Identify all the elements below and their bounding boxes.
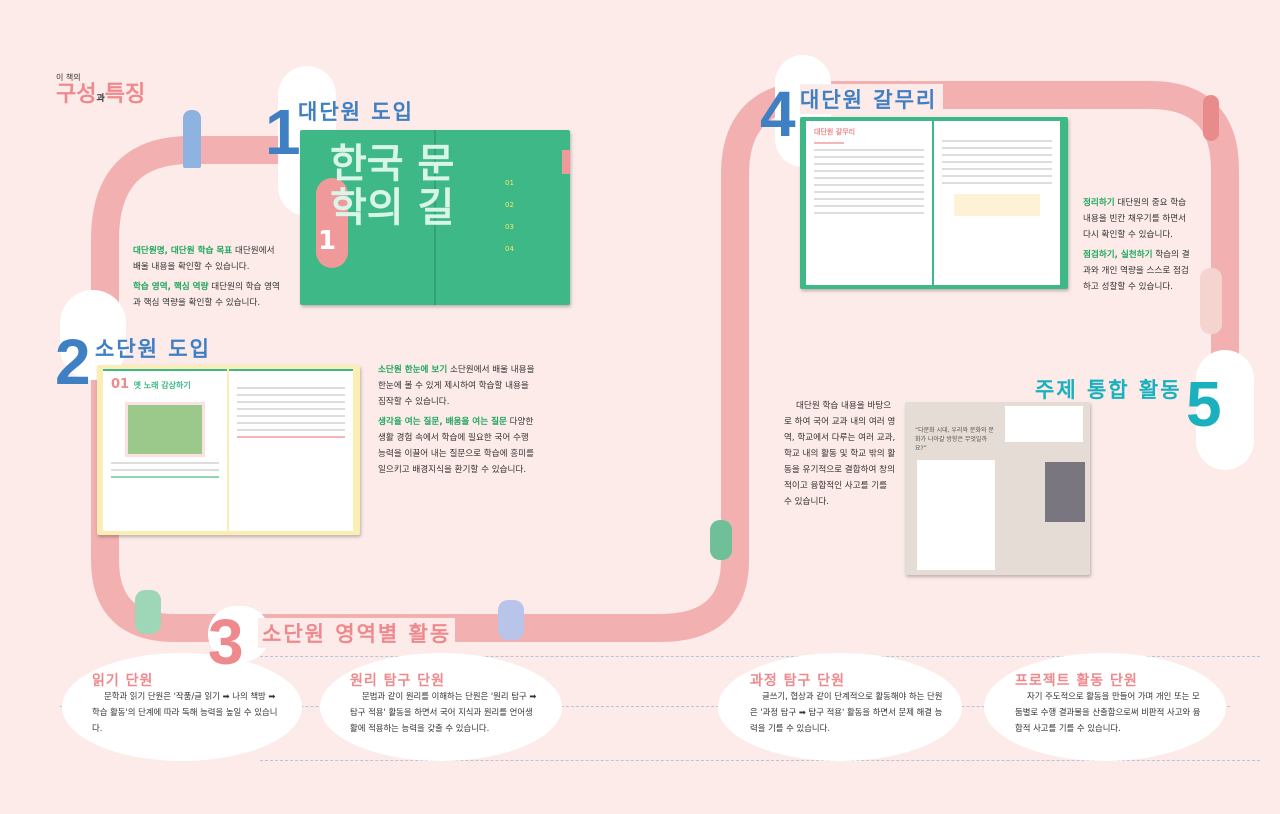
book-item: 02 [505,201,514,209]
section-2-description: 소단원 한눈에 보기 소단원에서 배울 내용을 한눈에 볼 수 있게 제시하여 … [378,365,535,475]
header-big1: 구성 [56,82,97,107]
section-number: 2 [55,326,91,398]
section-title: 소단원 도입 [95,337,211,361]
unit-text: 글쓰기, 협상과 같이 단계적으로 활동해야 하는 단원은 '과정 탐구 ➡ 탐… [750,691,943,733]
page-header: 이 책의 구성과특징 [56,72,145,111]
header-small: 이 책의 [56,73,81,82]
section-title: 소단원 영역별 활동 [258,618,456,648]
unit-text: 자기 주도적으로 활동을 만들어 가며 개인 또는 모둠별로 수행 결과물을 산… [1015,691,1201,733]
section-number: 4 [760,78,796,150]
book-quote: “다문화 시대, 우리와 문화와 문화가 나아갈 방향은 무엇일까요?” [915,427,994,452]
book-item: 01 [505,179,514,187]
book-preview-theme-activity: “다문화 시대, 우리와 문화와 문화가 나아갈 방향은 무엇일까요?” [905,402,1090,575]
person-illustration [710,520,732,560]
book-preview-unit-intro: 한국 문학의 길 1 01 02 03 04 [300,130,570,305]
divider [60,706,1230,707]
unit-card-project [984,653,1226,761]
person-illustration [1203,95,1219,141]
header-big2: 특징 [104,82,146,107]
unit-title: 읽기 단원 [92,673,154,689]
review-title: 대단원 갈무리 [814,128,856,136]
section-number: 3 [208,606,244,678]
unit-text: 문학과 읽기 단원은 '작품/글 읽기 ➡ 나의 책방 ➡ 학습 활동'의 단계… [92,691,278,733]
lesson-title: 옛 노래 감상하기 [133,381,191,390]
person-illustration [183,110,201,168]
unit-title: 프로젝트 활동 단원 [1015,673,1138,689]
header-mid: 과 [96,94,105,104]
divider [260,760,1260,761]
unit-number: 1 [318,226,337,256]
section-4-description: 정리하기 대단원의 중요 학습 내용을 빈칸 채우기를 하면서 다시 확인할 수… [1083,198,1190,292]
number-backdrop [1196,350,1254,470]
unit-card-principle [320,653,562,761]
person-illustration [498,600,524,640]
section-1-description: 대단원명, 대단원 학습 목표 대단원에서 배울 내용을 확인할 수 있습니다.… [133,246,280,308]
person-illustration [135,590,161,634]
section-title: 주제 통합 활동 [1035,378,1182,402]
unit-text: 문법과 같이 원리를 이해하는 단원은 '원리 탐구 ➡ 탐구 적용' 활동을 … [350,691,537,733]
book-preview-subunit-intro: 01 옛 노래 감상하기 [97,365,360,535]
unit-title: 원리 탐구 단원 [350,673,446,689]
lesson-number: 01 [111,377,130,392]
section-title: 대단원 갈무리 [800,84,944,114]
section-title: 대단원 도입 [298,100,414,124]
section-5-description: 대단원 학습 내용을 바탕으로 하여 국어 교과 내의 여러 영역, 학교에서 … [784,401,896,507]
book-title: 한국 문학의 길 [330,141,455,231]
unit-card-process [718,653,962,761]
person-illustration [1200,268,1222,334]
section-number: 5 [1186,368,1222,440]
unit-title: 과정 탐구 단원 [750,673,846,689]
divider [260,656,1260,657]
book-item: 03 [505,223,514,231]
unit-card-reading [62,653,302,761]
book-preview-unit-review: 대단원 갈무리 [800,117,1068,289]
book-item: 04 [505,245,514,253]
section-number: 1 [265,96,301,168]
